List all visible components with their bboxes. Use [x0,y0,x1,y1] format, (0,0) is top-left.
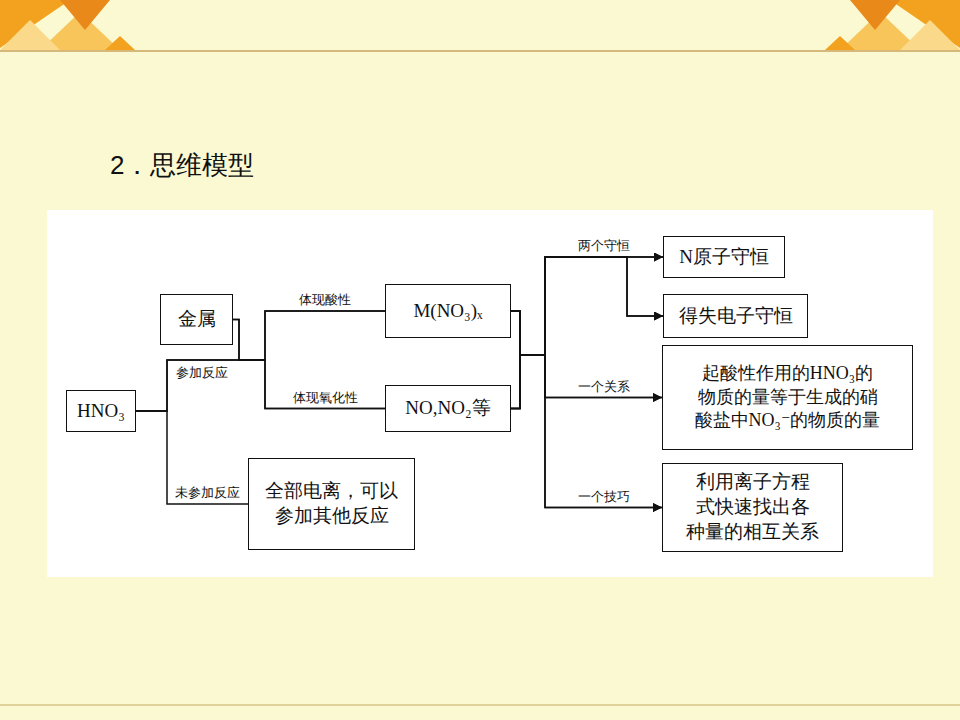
connector-line [233,320,385,409]
header-ornament [0,0,960,51]
connector-line [136,411,248,504]
corner-triangle [60,0,110,30]
process-box: M(NO₃)ₓ [385,284,511,338]
header-rule [0,50,960,52]
branch-label: 一个技巧 [576,489,632,505]
branch-label: 未参加反应 [173,485,242,501]
branch-label: 体现酸性 [297,292,353,308]
slide-title: 2．思维模型 [110,148,254,183]
corner-triangle [105,36,135,50]
box-text: 利用离子方程 式快速找出各 种量的相互关系 [669,470,836,544]
connector-line [511,257,663,409]
connector-line [233,311,385,360]
box-text: M(NO₃)ₓ [413,299,482,324]
box-text: NO,NO₂等 [405,396,490,421]
corner-triangle [825,36,855,50]
process-box: 利用离子方程 式快速找出各 种量的相互关系 [662,463,843,552]
connector-line [511,311,662,508]
corner-triangle [0,20,60,50]
branch-label: 两个守恒 [576,238,632,254]
connector-line [136,360,385,411]
connector-line [511,355,662,508]
box-text: 起酸性作用的HNO₃的 物质的量等于生成的硝 酸盐中NO₃⁻的物质的量 [669,362,906,432]
process-box: 金属 [160,294,233,345]
box-text: N原子守恒 [679,245,769,270]
branch-label: 一个关系 [576,379,632,395]
corner-triangle [900,20,960,50]
branch-label: 体现氧化性 [291,390,360,406]
branch-label: 参加反应 [174,365,230,381]
footer-rule [0,704,960,706]
process-box: 得失电子守恒 [663,294,808,338]
figure-panel [47,210,933,577]
process-box: HNO₃ [66,390,136,432]
process-box: 起酸性作用的HNO₃的 物质的量等于生成的硝 酸盐中NO₃⁻的物质的量 [662,345,913,450]
process-box: N原子守恒 [663,236,785,278]
corner-triangle [850,0,900,30]
connector-line [511,257,663,355]
box-text: 金属 [178,307,216,332]
connector-line [511,355,662,409]
box-text: 全部电离，可以 参加其他反应 [255,479,408,528]
connector-line [511,257,663,355]
connector-line [511,257,663,409]
box-text: HNO₃ [77,399,125,424]
process-box: NO,NO₂等 [385,385,511,432]
box-text: 得失电子守恒 [679,304,793,329]
process-box: 全部电离，可以 参加其他反应 [248,458,415,550]
